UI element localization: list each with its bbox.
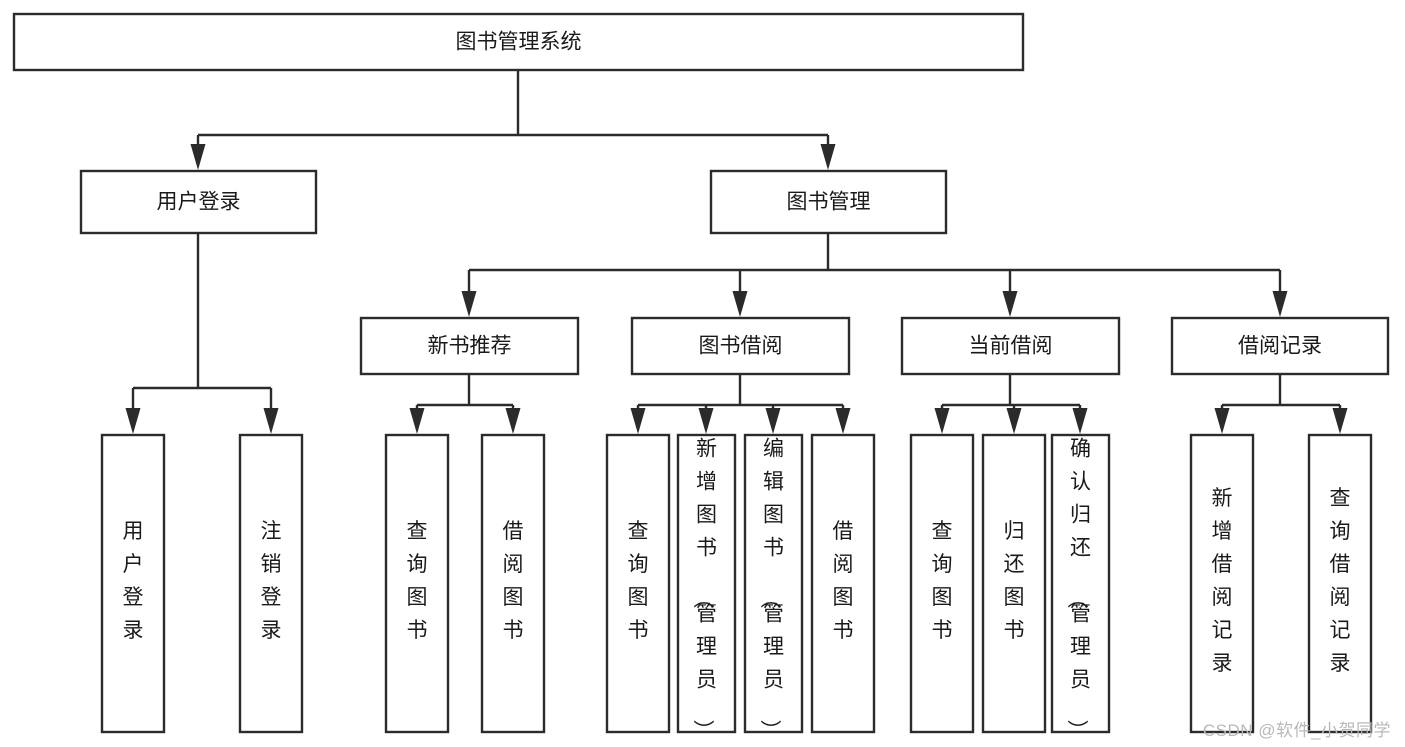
node-label: 用户登录 <box>157 191 241 214</box>
node-box[interactable] <box>605 433 671 734</box>
node-label: 查询借阅记录 <box>1330 487 1351 675</box>
node-root[interactable]: 图书管理系统 <box>12 12 1025 72</box>
node-label: 查询图书 <box>628 520 649 642</box>
node-box[interactable] <box>676 433 737 734</box>
node-box[interactable] <box>1050 433 1111 734</box>
csdn-watermark: CSDN @软件_小贺同学 <box>1202 721 1391 740</box>
node-leaf-cur-confirm[interactable]: 确认归还（管理员） <box>1050 433 1111 741</box>
node-label: 查询图书 <box>407 520 428 642</box>
node-l3-current[interactable]: 当前借阅 <box>900 316 1121 376</box>
arrow-head-icon <box>1072 408 1088 434</box>
arrow-head-icon <box>125 408 141 434</box>
node-label: 归还图书 <box>1004 520 1025 642</box>
connector-bus-record <box>1214 374 1348 434</box>
node-box[interactable] <box>384 433 450 734</box>
node-label: 查询图书 <box>932 520 953 642</box>
node-box[interactable] <box>359 316 580 376</box>
node-leaf-rec-query[interactable]: 查询借阅记录 <box>1307 433 1373 734</box>
node-label: 注销登录 <box>261 520 282 642</box>
arrow-head-icon <box>263 408 279 434</box>
node-label: 编辑图书（管理员） <box>758 438 784 741</box>
node-leaf-rec-add[interactable]: 新增借阅记录 <box>1189 433 1255 734</box>
node-box[interactable] <box>1307 433 1373 734</box>
node-leaf-bw-query[interactable]: 查询图书 <box>605 433 671 734</box>
connector-bus-new-book <box>409 374 521 434</box>
node-label: 借阅图书 <box>833 520 854 642</box>
node-l3-new-book[interactable]: 新书推荐 <box>359 316 580 376</box>
arrow-head-icon <box>732 291 748 317</box>
node-label: 借阅图书 <box>503 520 524 642</box>
node-label: 新书推荐 <box>428 335 512 358</box>
node-l3-borrow[interactable]: 图书借阅 <box>630 316 851 376</box>
node-label: 新增图书（管理员） <box>691 438 717 741</box>
arrow-head-icon <box>820 144 836 170</box>
node-box[interactable] <box>909 433 975 734</box>
node-label: 图书管理系统 <box>456 31 582 54</box>
connector-bus-borrow <box>630 374 851 434</box>
node-box[interactable] <box>100 433 166 734</box>
arrow-head-icon <box>190 144 206 170</box>
connector-bus-user-login <box>125 233 279 434</box>
arrow-head-icon <box>698 408 714 434</box>
connector-bus-root <box>190 70 836 170</box>
node-label: 新增借阅记录 <box>1212 487 1233 675</box>
arrow-head-icon <box>505 408 521 434</box>
arrow-head-icon <box>630 408 646 434</box>
node-label: 借阅记录 <box>1238 335 1322 358</box>
node-box[interactable] <box>743 433 804 734</box>
node-label: 用户登录 <box>123 520 144 642</box>
node-box[interactable] <box>480 433 546 734</box>
node-leaf-bw-borrow[interactable]: 借阅图书 <box>810 433 876 734</box>
arrow-head-icon <box>1002 291 1018 317</box>
node-leaf-bw-edit[interactable]: 编辑图书（管理员） <box>743 433 804 741</box>
arrow-head-icon <box>835 408 851 434</box>
node-l3-record[interactable]: 借阅记录 <box>1170 316 1390 376</box>
connector-layer <box>125 70 1348 434</box>
arrow-head-icon <box>1272 291 1288 317</box>
node-box[interactable] <box>12 12 1025 72</box>
node-box[interactable] <box>630 316 851 376</box>
arrow-head-icon <box>765 408 781 434</box>
node-leaf-bw-add[interactable]: 新增图书（管理员） <box>676 433 737 741</box>
node-leaf-cur-return[interactable]: 归还图书 <box>981 433 1047 734</box>
node-leaf-user-login[interactable]: 用户登录 <box>100 433 166 734</box>
arrow-head-icon <box>934 408 950 434</box>
node-box[interactable] <box>709 169 948 235</box>
node-box[interactable] <box>900 316 1121 376</box>
node-box[interactable] <box>981 433 1047 734</box>
node-label: 图书管理 <box>787 191 871 214</box>
arrow-head-icon <box>1214 408 1230 434</box>
node-layer: 图书管理系统用户登录图书管理新书推荐图书借阅当前借阅借阅记录用户登录注销登录查询… <box>12 12 1390 741</box>
node-leaf-logout[interactable]: 注销登录 <box>238 433 304 734</box>
node-box[interactable] <box>810 433 876 734</box>
node-leaf-nb-borrow[interactable]: 借阅图书 <box>480 433 546 734</box>
node-l2-user-login[interactable]: 用户登录 <box>79 169 318 235</box>
arrow-head-icon <box>461 291 477 317</box>
node-leaf-nb-query[interactable]: 查询图书 <box>384 433 450 734</box>
node-label: 图书借阅 <box>699 335 783 358</box>
node-leaf-cur-query[interactable]: 查询图书 <box>909 433 975 734</box>
connector-bus-book-manage <box>461 233 1288 317</box>
connector-bus-current <box>934 374 1088 434</box>
arrow-head-icon <box>409 408 425 434</box>
node-label: 确认归还（管理员） <box>1065 438 1091 741</box>
node-label: 当前借阅 <box>969 335 1053 358</box>
node-box[interactable] <box>1189 433 1255 734</box>
arrow-head-icon <box>1006 408 1022 434</box>
node-box[interactable] <box>238 433 304 734</box>
node-box[interactable] <box>1170 316 1390 376</box>
node-l2-book-manage[interactable]: 图书管理 <box>709 169 948 235</box>
arrow-head-icon <box>1332 408 1348 434</box>
node-box[interactable] <box>79 169 318 235</box>
